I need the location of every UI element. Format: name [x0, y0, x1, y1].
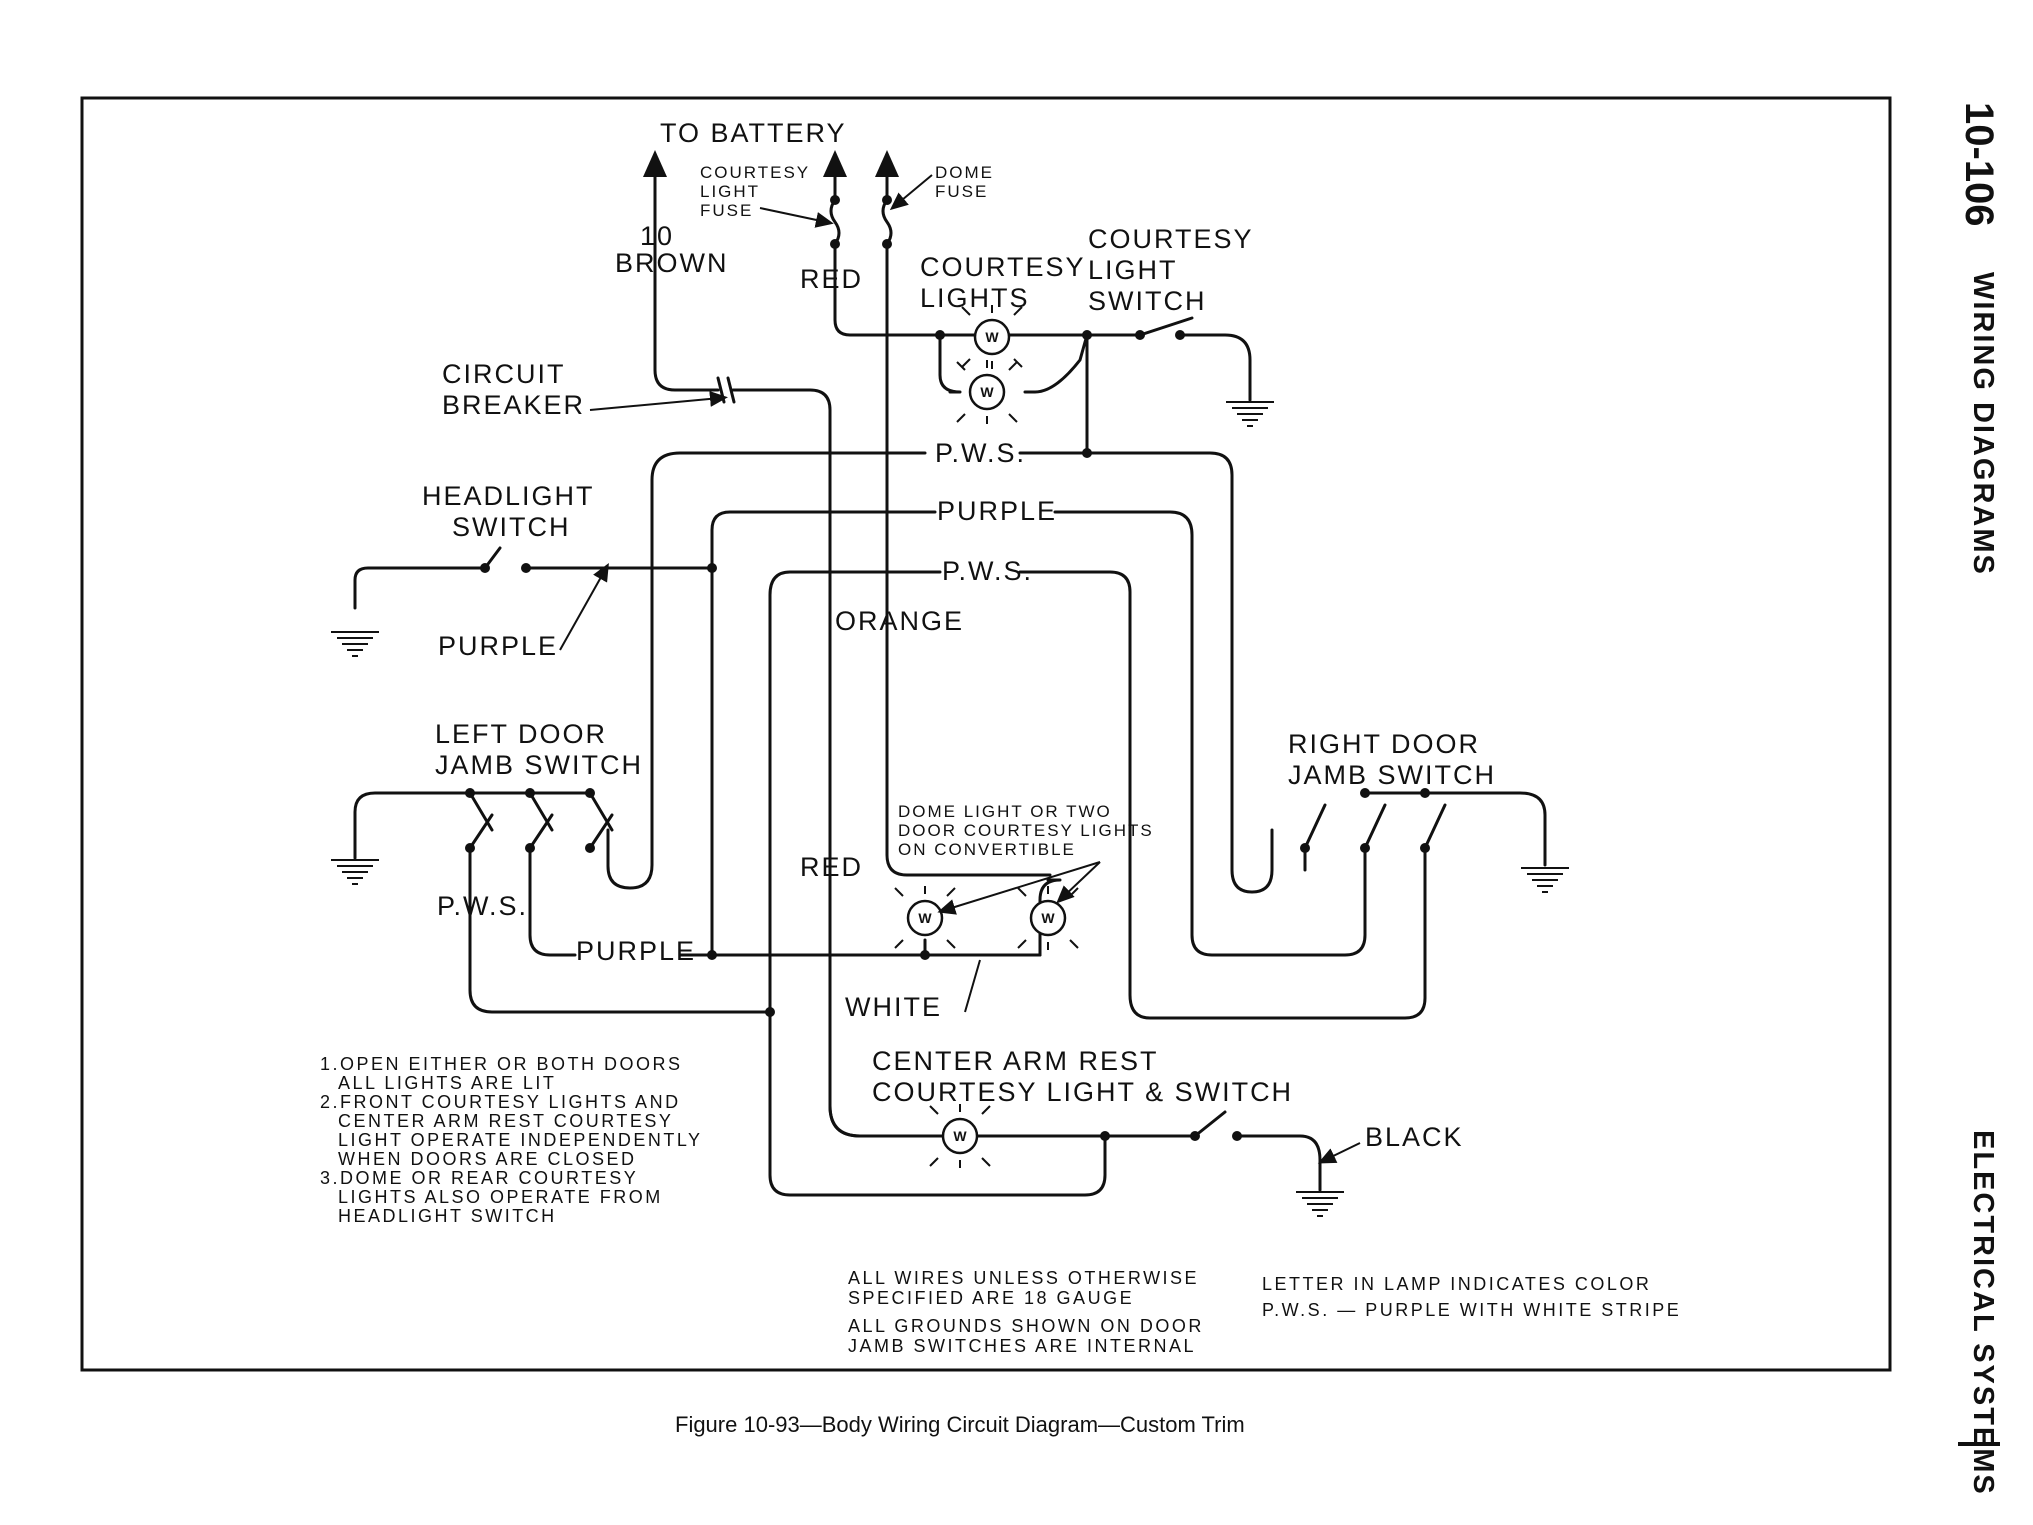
purple-wire-label-mid: PURPLE [937, 496, 1057, 526]
gauge-note: ALL WIRES UNLESS OTHERWISE SPECIFIED ARE… [848, 1268, 1207, 1308]
dome-light-note-label: DOME LIGHT OR TWO DOOR COURTESY LIGHTS O… [898, 802, 1160, 859]
courtesy-lamp-bottom: W [956, 359, 1018, 425]
red-wire-label-top: RED [800, 264, 863, 294]
figure-caption: Figure 10-93—Body Wiring Circuit Diagram… [675, 1412, 1245, 1437]
side-footer: ELECTRICAL SYSTEMS [1967, 1130, 1999, 1496]
circuit-breaker-icon [716, 376, 736, 404]
brown-wire-label: BROWN [615, 248, 729, 278]
left-door-jamb-switch [465, 788, 614, 853]
right-door-jamb-label: RIGHT DOOR JAMB SWITCH [1288, 729, 1496, 790]
circuit-breaker-label: CIRCUIT BREAKER [442, 359, 585, 420]
grounds-note: ALL GROUNDS SHOWN ON DOOR JAMB SWITCHES … [848, 1316, 1211, 1356]
svg-text:W: W [980, 384, 994, 400]
purple-headlight-label: PURPLE [438, 631, 558, 661]
svg-text:W: W [953, 1128, 967, 1144]
gauge-10-label: 10 [640, 221, 674, 251]
center-arm-rest-switch [1190, 1110, 1242, 1141]
courtesy-light-switch [1135, 316, 1194, 340]
dome-fuse-label: DOME FUSE [935, 163, 1001, 201]
side-margin: 10-106 WIRING DIAGRAMS ELECTRICAL SYSTEM… [1957, 102, 2001, 1496]
svg-text:W: W [1041, 910, 1055, 926]
pws-wire-label-1: P.W.S. [935, 438, 1026, 468]
courtesy-light-switch-label: COURTESY LIGHT SWITCH [1088, 224, 1263, 316]
page-number: 10-106 [1957, 102, 2001, 227]
center-arm-rest-lamp: W [929, 1103, 991, 1169]
svg-text:W: W [918, 910, 932, 926]
pws-left-label: P.W.S. [437, 891, 528, 921]
left-door-jamb-label: LEFT DOOR JAMB SWITCH [435, 719, 643, 780]
headlight-switch-label: HEADLIGHT SWITCH [422, 481, 604, 542]
numbered-notes: 1.OPEN EITHER OR BOTH DOORS ALL LIGHTS A… [320, 1054, 710, 1226]
right-door-jamb-switch [1300, 788, 1447, 872]
to-battery-label: TO BATTERY [660, 118, 847, 148]
white-wire-label: WHITE [845, 992, 942, 1022]
legend-note: LETTER IN LAMP INDICATES COLOR P.W.S. — … [1262, 1274, 1681, 1320]
svg-text:W: W [985, 329, 999, 345]
courtesy-light-fuse [829, 195, 841, 249]
courtesy-lights-label: COURTESY LIGHTS [920, 252, 1095, 313]
center-arm-rest-label: CENTER ARM REST COURTESY LIGHT & SWITCH [872, 1046, 1293, 1107]
junction-dots [707, 330, 1110, 1141]
pws-wire-label-2: P.W.S. [942, 556, 1033, 586]
dome-lamp-right: W [1017, 885, 1079, 951]
purple-wire-label-lower: PURPLE [576, 936, 696, 966]
battery-arrows [643, 150, 899, 180]
red-wire-label-lower: RED [800, 852, 863, 882]
diagram-frame [80, 96, 1892, 1372]
black-wire-label: BLACK [1365, 1122, 1464, 1152]
dome-fuse [881, 195, 893, 249]
headlight-switch [480, 546, 531, 573]
section-header: WIRING DIAGRAMS [1967, 272, 1999, 576]
dome-lamp-left: W [894, 885, 956, 951]
courtesy-fuse-label: COURTESY LIGHT FUSE [700, 163, 817, 220]
courtesy-lamp-top: W [961, 304, 1023, 370]
orange-wire-label: ORANGE [835, 606, 964, 636]
wires [353, 166, 1547, 1197]
